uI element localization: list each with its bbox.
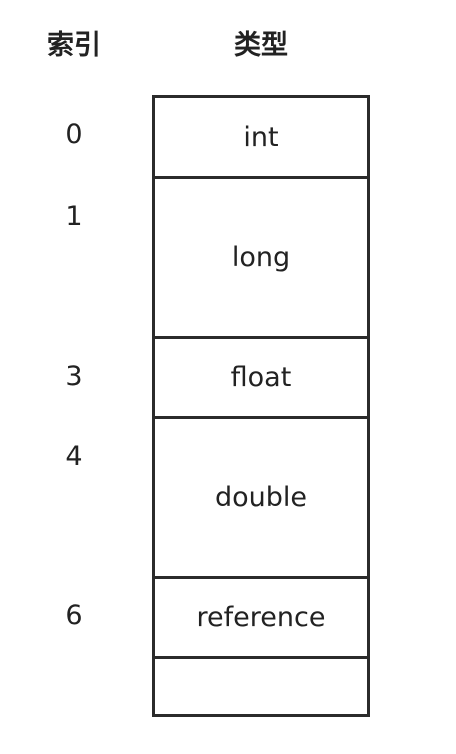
type-column-header: 类型 — [234, 30, 288, 61]
slot-cell-double: double — [155, 419, 367, 579]
local-variable-table: int long float double reference — [152, 95, 370, 717]
slot-type-label: int — [243, 121, 279, 153]
slot-cell-long: long — [155, 179, 367, 339]
slot-index-4: 6 — [65, 600, 83, 631]
slot-cell-empty — [155, 659, 367, 714]
slot-cell-reference: reference — [155, 579, 367, 659]
slot-index-2: 3 — [65, 361, 83, 392]
slot-cell-int: int — [155, 98, 367, 179]
slot-index-3: 4 — [65, 441, 83, 472]
slot-index-0: 0 — [65, 119, 83, 150]
slot-type-label: reference — [196, 602, 326, 633]
slot-index-1: 1 — [65, 201, 83, 232]
index-column-header: 索引 — [47, 30, 101, 61]
slot-type-label: double — [214, 482, 308, 513]
slot-cell-float: float — [155, 339, 367, 419]
slot-type-label: float — [230, 362, 292, 393]
slot-type-label: long — [231, 242, 291, 273]
